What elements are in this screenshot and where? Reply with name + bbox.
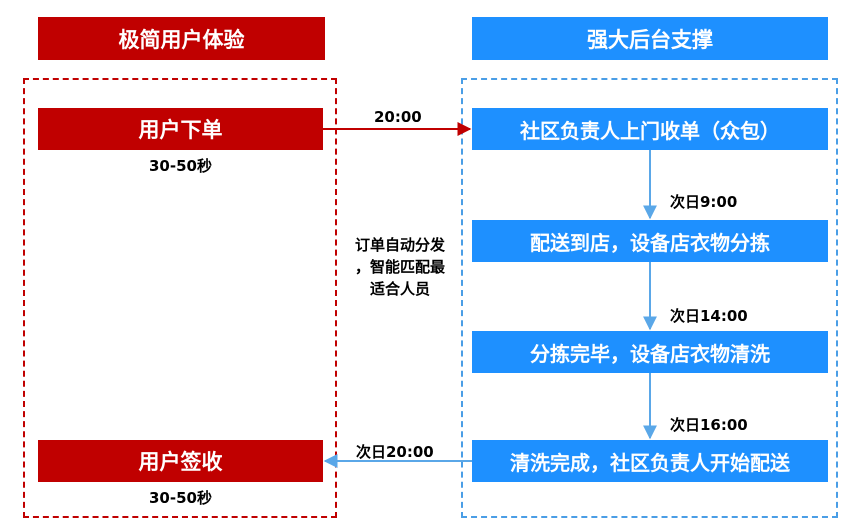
step-sorting-box: 配送到店，设备店衣物分拣 [472, 220, 828, 262]
step-pickup-box: 社区负责人上门收单（众包） [472, 108, 828, 150]
time-pickup-label: 20:00 [374, 108, 422, 126]
time-delivery-label: 次日20:00 [356, 441, 434, 462]
time-delivery-text: 次日20:00 [356, 443, 434, 461]
user-sign-time: 30-50秒 [38, 486, 323, 508]
step-pickup-label: 社区负责人上门收单（众包） [520, 118, 780, 143]
header-backend-support: 强大后台支撑 [472, 17, 828, 60]
step-delivery-label: 清洗完成，社区负责人开始配送 [510, 450, 790, 475]
step-delivery-box: 清洗完成，社区负责人开始配送 [472, 440, 828, 482]
time-pickup-text: 20:00 [374, 108, 422, 126]
time-t2-text: 次日14:00 [670, 307, 748, 325]
user-order-box: 用户下单 [38, 108, 323, 150]
time-t3-label: 次日16:00 [670, 414, 748, 435]
backend-section-frame [461, 78, 838, 518]
user-order-time: 30-50秒 [38, 154, 323, 176]
time-t1-label: 次日9:00 [670, 191, 737, 212]
auto-dispatch-note-line-1: 订单自动分发 [354, 236, 445, 254]
time-t1-text: 次日9:00 [670, 193, 738, 211]
step-sorting-label: 配送到店，设备店衣物分拣 [530, 230, 770, 255]
header-user-experience: 极简用户体验 [38, 17, 325, 60]
auto-dispatch-note-line-2: ，智能匹配最 [354, 258, 445, 276]
header-user-experience-label: 极简用户体验 [118, 27, 245, 52]
auto-dispatch-note-line-3: 适合人员 [369, 280, 430, 298]
step-washing-box: 分拣完毕，设备店衣物清洗 [472, 331, 828, 373]
user-sign-box: 用户签收 [38, 440, 323, 482]
user-order-label: 用户下单 [138, 118, 223, 142]
time-t3-text: 次日16:00 [670, 416, 748, 434]
user-sign-label: 用户签收 [138, 450, 223, 474]
header-backend-support-label: 强大后台支撑 [587, 27, 713, 52]
user-section-frame [23, 78, 337, 518]
user-order-time-text: 30-50秒 [149, 156, 212, 175]
step-washing-label: 分拣完毕，设备店衣物清洗 [530, 341, 770, 366]
auto-dispatch-note: 订单自动分发 ，智能匹配最 适合人员 [338, 234, 462, 300]
time-t2-label: 次日14:00 [670, 305, 748, 326]
user-sign-time-text: 30-50秒 [149, 488, 212, 507]
